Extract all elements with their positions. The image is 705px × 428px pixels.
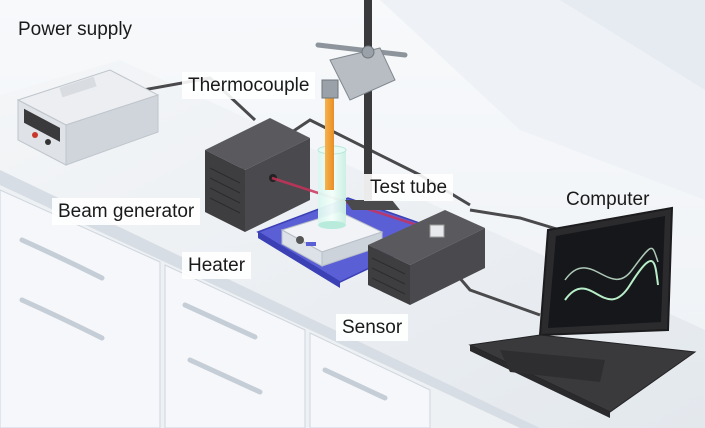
- label-sensor: Sensor: [336, 314, 409, 341]
- label-power-supply: Power supply: [18, 19, 133, 40]
- label-thermocouple: Thermocouple: [182, 72, 316, 99]
- bench-cabinets: [0, 189, 431, 428]
- label-heater: Heater: [182, 252, 252, 279]
- laptop-icon: [468, 206, 697, 418]
- thermocouple-rod: [325, 92, 334, 190]
- label-test-tube: Test tube: [364, 174, 454, 201]
- wall-panel: [380, 0, 705, 200]
- beam-generator-icon: [205, 118, 310, 232]
- platform-edge: [258, 232, 340, 288]
- retort-stand-icon: [315, 0, 408, 210]
- label-computer: Computer: [566, 189, 650, 210]
- wall-panel-shade: [560, 0, 705, 90]
- sensor-icon: [368, 210, 485, 305]
- label-beam-generator: Beam generator: [52, 198, 201, 225]
- hotplate-icon: [280, 211, 384, 267]
- power-supply-icon: [16, 69, 160, 166]
